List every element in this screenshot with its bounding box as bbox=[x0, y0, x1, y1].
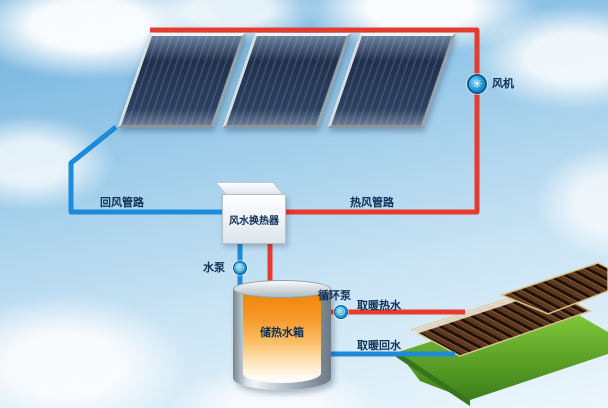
heating-coil-panel-right bbox=[499, 262, 608, 315]
hot-air-pipe bbox=[150, 27, 480, 215]
storage-tank-label: 储热水箱 bbox=[260, 326, 304, 339]
heat-exchanger-front-face: 风水换热器 bbox=[222, 194, 286, 244]
pump-glyph: ◎ bbox=[236, 263, 244, 273]
floor-heating-unit bbox=[396, 262, 608, 406]
heating-return-water-label: 取暖回水 bbox=[357, 339, 401, 352]
fan-label: 风机 bbox=[492, 77, 514, 90]
pump-glyph: ◎ bbox=[337, 307, 345, 317]
water-pump-icon: ◎ bbox=[233, 261, 247, 275]
water-pump-label: 水泵 bbox=[203, 261, 225, 274]
storage-tank-hot-water bbox=[243, 293, 321, 383]
grass-base bbox=[398, 302, 608, 400]
grass-front-edge bbox=[396, 352, 470, 406]
storage-tank-lid bbox=[233, 280, 331, 298]
storage-tank: 储热水箱 bbox=[233, 280, 331, 392]
heating-hot-water-label: 取暖热水 bbox=[357, 299, 401, 312]
hot-air-duct-label: 热风管路 bbox=[350, 196, 394, 209]
return-air-pipe bbox=[68, 125, 252, 215]
return-air-duct-label: 回风管路 bbox=[100, 196, 144, 209]
circulation-pump-icon: ◎ bbox=[334, 305, 348, 319]
fan-glyph: ✳ bbox=[471, 77, 483, 91]
heat-exchanger-label: 风水换热器 bbox=[229, 215, 279, 227]
heat-exchanger-box: 风水换热器 bbox=[215, 182, 286, 244]
circulation-pump-label: 循环泵 bbox=[318, 289, 351, 302]
fan-icon: ✳ bbox=[467, 74, 487, 94]
